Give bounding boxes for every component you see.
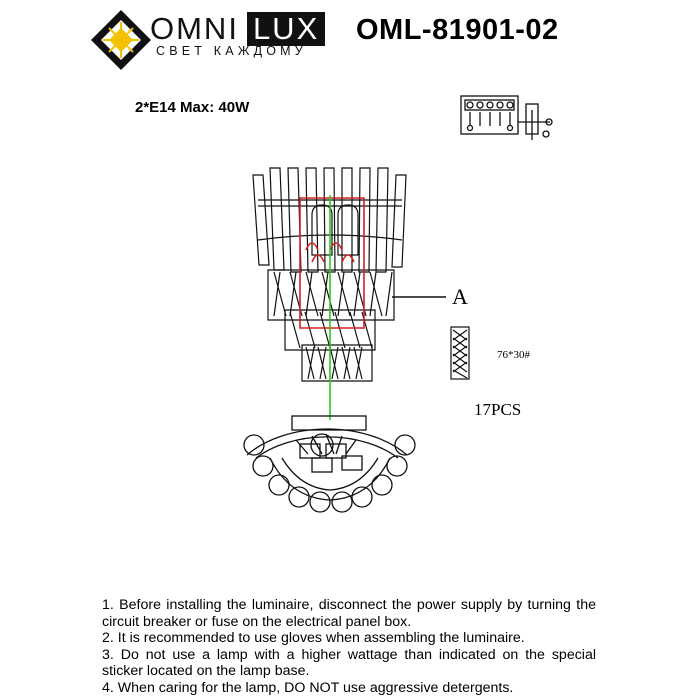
crystal-tier-lower xyxy=(284,309,376,351)
crystal-quantity-label: 17PCS xyxy=(474,400,522,419)
crystal-ball-icons xyxy=(243,434,416,513)
crystal-size-label: 76*30# xyxy=(497,349,530,361)
callout-label-a: A xyxy=(452,284,468,309)
model-code: OML-81901-02 xyxy=(356,14,559,46)
diamond-logo-icon xyxy=(91,10,151,70)
brand-slogan: СВЕТ КАЖДОМУ xyxy=(156,44,307,58)
instruction-item: 2. It is recommended to use gloves when … xyxy=(102,630,525,647)
lamp-holder-icon xyxy=(311,204,359,256)
instruction-item: 1. Before installing the luminaire, disc… xyxy=(102,597,596,630)
lamp-top-view xyxy=(243,415,416,513)
crystal-tier-middle xyxy=(267,269,395,321)
mounting-frame xyxy=(299,197,365,329)
instruction-item: 4. When caring for the lamp, DO NOT use … xyxy=(102,679,514,696)
brand-name-omni: OMNI xyxy=(150,11,239,46)
terminal-block-icon xyxy=(460,95,553,140)
instruction-item: 3. Do not use a lamp with a higher watta… xyxy=(102,646,596,680)
crystal-tier-bottom xyxy=(301,344,373,382)
brand-name-lux: LUX xyxy=(246,12,326,46)
crystal-tier-top xyxy=(252,167,407,273)
bulb-spec: 2*E14 Max: 40W xyxy=(135,99,250,116)
crystal-detail xyxy=(450,326,470,380)
lamp-front-view xyxy=(252,167,407,382)
installation-instructions: 1. Before installing the luminaire, disc… xyxy=(102,597,596,697)
